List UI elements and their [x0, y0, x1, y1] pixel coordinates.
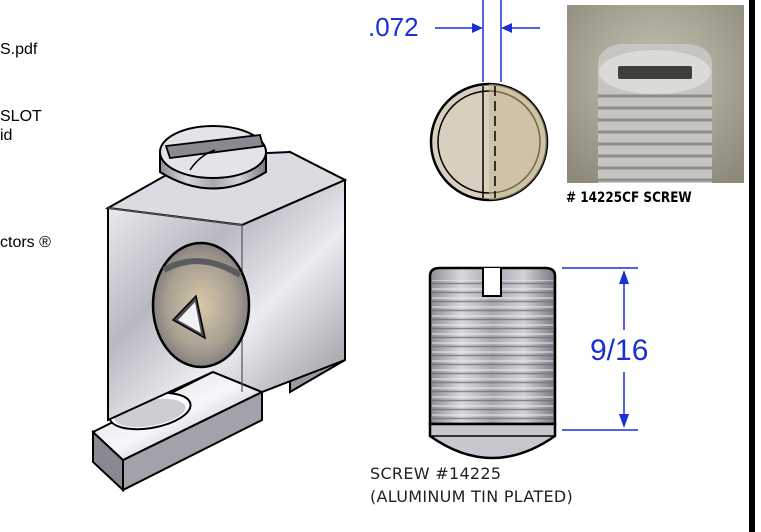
left-text-fragment-2: SLOT	[0, 108, 42, 125]
left-text-fragment-4: ctors ®	[0, 234, 51, 251]
left-text-fragment-3: id	[0, 127, 13, 144]
left-text-fragment-1: S.pdf	[0, 41, 38, 58]
slot-width-label: .072	[368, 12, 419, 42]
screw-side-view	[428, 266, 557, 460]
screw-top-view	[429, 82, 549, 202]
slot-width-dimension	[435, 0, 540, 82]
screw-length-label: 9/16	[590, 334, 649, 367]
lug-connector-illustration	[91, 125, 348, 493]
page-border-right	[749, 0, 755, 532]
photo-caption: # 14225CF SCREW	[566, 190, 692, 206]
screw-caption-line2: (ALUMINUM TIN PLATED)	[370, 487, 574, 506]
screw-photo	[567, 5, 744, 183]
screw-caption-line1: SCREW #14225	[370, 464, 502, 483]
screw-length-dimension	[562, 267, 638, 431]
